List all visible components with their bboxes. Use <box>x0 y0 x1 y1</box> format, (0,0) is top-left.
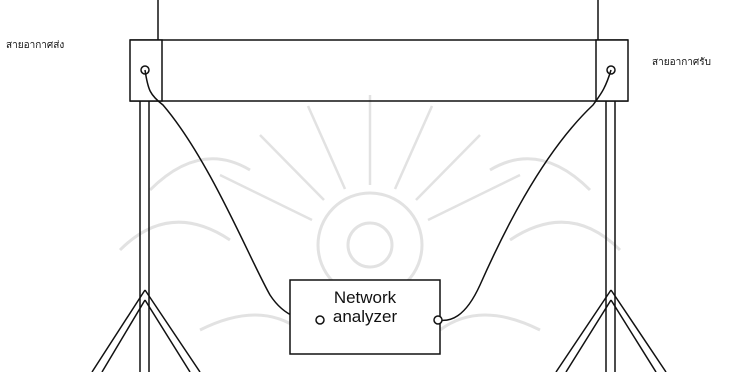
receive-antenna-box <box>595 39 629 102</box>
receive-antenna-port <box>606 65 616 75</box>
receive-cable <box>437 69 612 322</box>
network-analyzer-box <box>289 279 441 355</box>
transmit-cable <box>144 69 321 322</box>
transmit-antenna-label: สายอากาศส่ง <box>6 40 65 51</box>
network-analyzer-label: Network analyzer <box>290 288 440 326</box>
transmit-antenna-box <box>129 39 163 102</box>
analyzer-port-right <box>433 315 443 325</box>
left-mast <box>91 101 201 372</box>
right-mast <box>555 101 667 372</box>
watermark-emblem <box>118 95 622 332</box>
network-analyzer-label-line2: analyzer <box>332 307 398 326</box>
network-analyzer-label-line1: Network <box>333 288 397 307</box>
analyzer-port-left <box>315 315 325 325</box>
receive-antenna-label: สายอากาศรับ <box>652 57 711 68</box>
